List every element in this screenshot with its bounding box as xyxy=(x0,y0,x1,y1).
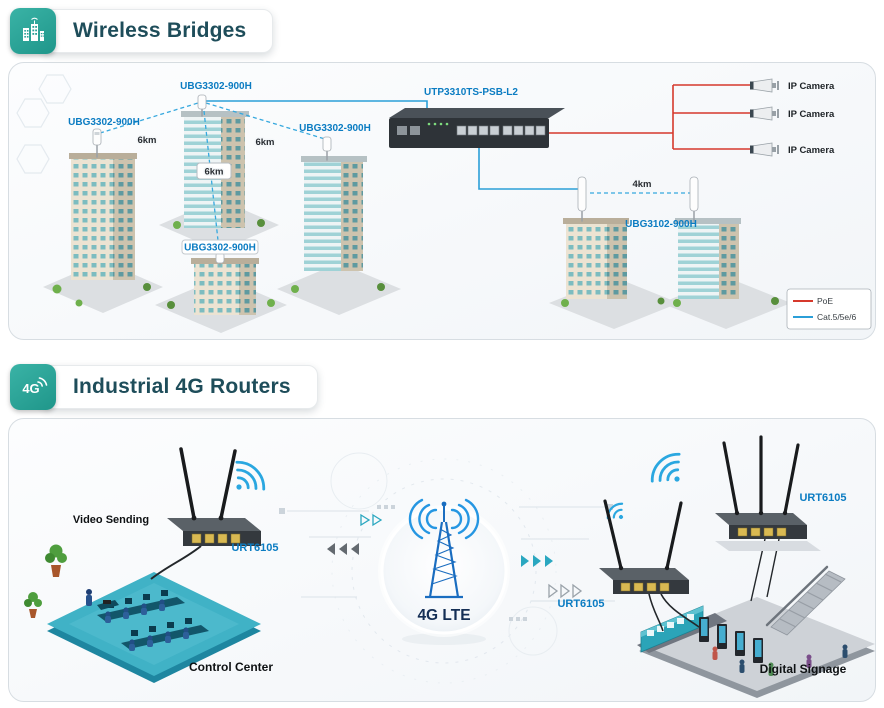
bridge-label-1: UBG3302-900H xyxy=(68,117,140,128)
digital-signage-scene xyxy=(637,565,875,698)
wireless-links xyxy=(99,102,694,260)
outdoor-bridge-label: UBG3102-900H xyxy=(625,219,697,230)
router-left-label: URT6105 xyxy=(231,542,278,554)
wifi-signal-icon-right-big xyxy=(650,452,681,483)
router-mid-right xyxy=(599,499,689,594)
diagram-labels: UBG3302-900H UBG3302-900H UBG3302-900H U… xyxy=(68,81,835,255)
building-bottom-center xyxy=(191,258,259,315)
4g-icon-art: 4G xyxy=(22,377,48,396)
signage-kiosks xyxy=(699,617,763,663)
control-center-caption: Control Center xyxy=(189,660,273,674)
circuit-decor xyxy=(279,452,615,684)
passengers xyxy=(712,644,848,676)
4g-badge-text: 4G xyxy=(22,381,39,396)
trees xyxy=(52,219,779,309)
lte-tower xyxy=(425,501,463,599)
wireless-bridges-title: Wireless Bridges xyxy=(73,19,247,42)
building-right xyxy=(301,156,367,271)
lte-label: 4G LTE xyxy=(417,607,470,624)
presenter xyxy=(86,589,119,610)
digital-signage-caption: Digital Signage xyxy=(760,662,847,676)
camera-label-3: IP Camera xyxy=(788,145,835,156)
industrial-4g-title-plate: Industrial 4G Routers xyxy=(42,365,318,409)
video-sending-label: Video Sending xyxy=(73,514,149,526)
wireless-bridges-diagram: UBG3302-900H UBG3302-900H UBG3302-900H U… xyxy=(16,74,872,333)
lte-hub: 4G LTE xyxy=(378,498,510,645)
wireless-bridges-title-plate: Wireless Bridges xyxy=(42,9,274,53)
distance-bottom: 4km xyxy=(632,179,651,190)
industrial-4g-panel: 4G LTE Video Sending URT6105 URT6105 URT… xyxy=(8,418,876,702)
poe-links xyxy=(549,84,752,150)
legend: PoE Cat.5/5e/6 xyxy=(786,288,872,330)
distance-middle-box xyxy=(196,162,232,180)
ip-cameras xyxy=(749,78,779,157)
legend-cat-label: Cat.5/5e/6 xyxy=(817,312,856,322)
wireless-bridges-panel: UBG3302-900H UBG3302-900H UBG3302-900H U… xyxy=(8,62,876,340)
distance-middle: 6km xyxy=(204,167,223,178)
wifi-signal-icon-left xyxy=(235,460,266,491)
industrial-4g-title: Industrial 4G Routers xyxy=(73,375,291,398)
distance-left: 6km xyxy=(137,135,156,146)
camera-label-1: IP Camera xyxy=(788,81,835,92)
bridge-label-4: UBG3302-900H xyxy=(184,243,256,254)
wireless-bridges-header: Wireless Bridges xyxy=(10,8,274,54)
4g-icon: 4G xyxy=(10,364,56,410)
camera-label-2: IP Camera xyxy=(788,109,835,120)
city-signal-icon-art xyxy=(23,17,44,41)
city-signal-icon xyxy=(10,8,56,54)
switch-label: UTP3310TS-PSB-L2 xyxy=(424,87,518,98)
metro-train xyxy=(640,605,704,653)
panel2-labels: Video Sending URT6105 URT6105 URT6105 Co… xyxy=(73,492,847,676)
data-flow-arrows xyxy=(327,513,583,599)
building-far-2 xyxy=(675,218,741,299)
distance-right: 6km xyxy=(255,137,274,148)
router-top-right-label: URT6105 xyxy=(799,492,846,504)
control-center-scene xyxy=(24,544,261,683)
router-left xyxy=(167,447,261,546)
building-left xyxy=(69,153,137,280)
bridge-label-4-box xyxy=(181,239,259,255)
desk-row-2 xyxy=(121,618,209,651)
roof-ledge xyxy=(715,541,821,551)
hex-pattern-decor xyxy=(16,74,72,174)
poe-switch xyxy=(389,108,565,148)
building-far-1 xyxy=(563,218,629,299)
bridge-label-2: UBG3302-900H xyxy=(180,81,252,92)
bridge-label-3: UBG3302-900H xyxy=(299,123,371,134)
router-top-right xyxy=(715,435,807,539)
escalator xyxy=(765,565,846,636)
legend-poe-label: PoE xyxy=(817,296,833,306)
industrial-4g-header: 4G Industrial 4G Routers xyxy=(10,364,318,410)
router-mid-label: URT6105 xyxy=(557,598,604,610)
bridge-antennas xyxy=(92,94,699,266)
lte-signal-arcs xyxy=(408,498,480,540)
plants xyxy=(24,544,67,618)
industrial-4g-diagram: 4G LTE Video Sending URT6105 URT6105 URT… xyxy=(24,435,875,698)
